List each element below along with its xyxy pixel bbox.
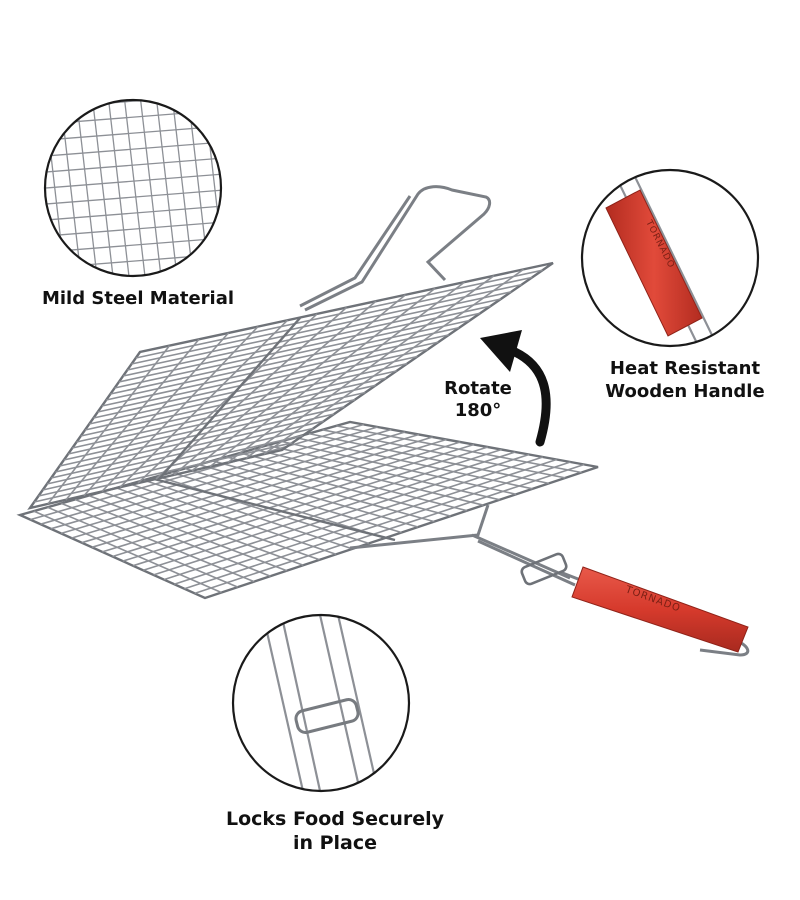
top-wire-handle <box>299 185 492 312</box>
mesh-detail-circle <box>43 98 223 278</box>
heat-label-line2: Wooden Handle <box>605 380 765 402</box>
upper-mesh-panel <box>27 261 554 510</box>
wooden-handle: TORNADO <box>571 566 749 653</box>
locks-food-label: Locks Food Securely in Place <box>180 808 490 856</box>
mild-steel-label: Mild Steel Material <box>41 288 235 309</box>
lock-label-line1: Locks Food Securely <box>225 808 445 830</box>
lock-label-line2: in Place <box>292 831 378 854</box>
lower-mesh-panel <box>16 420 599 600</box>
grill-basket: TORNADO <box>16 185 750 657</box>
rotate-label-line2: 180° <box>454 399 502 421</box>
heat-label-line1: Heat Resistant <box>609 358 761 379</box>
lock-detail-circle <box>231 613 411 793</box>
lock-ring <box>520 552 568 586</box>
rotate-label-line1: Rotate <box>444 378 512 399</box>
rotate-arrow-icon <box>480 330 551 447</box>
handle-detail-circle: TORNADO <box>580 168 760 348</box>
rotate-label: Rotate 180° <box>428 378 528 421</box>
heat-resistant-label: Heat Resistant Wooden Handle <box>575 358 795 403</box>
